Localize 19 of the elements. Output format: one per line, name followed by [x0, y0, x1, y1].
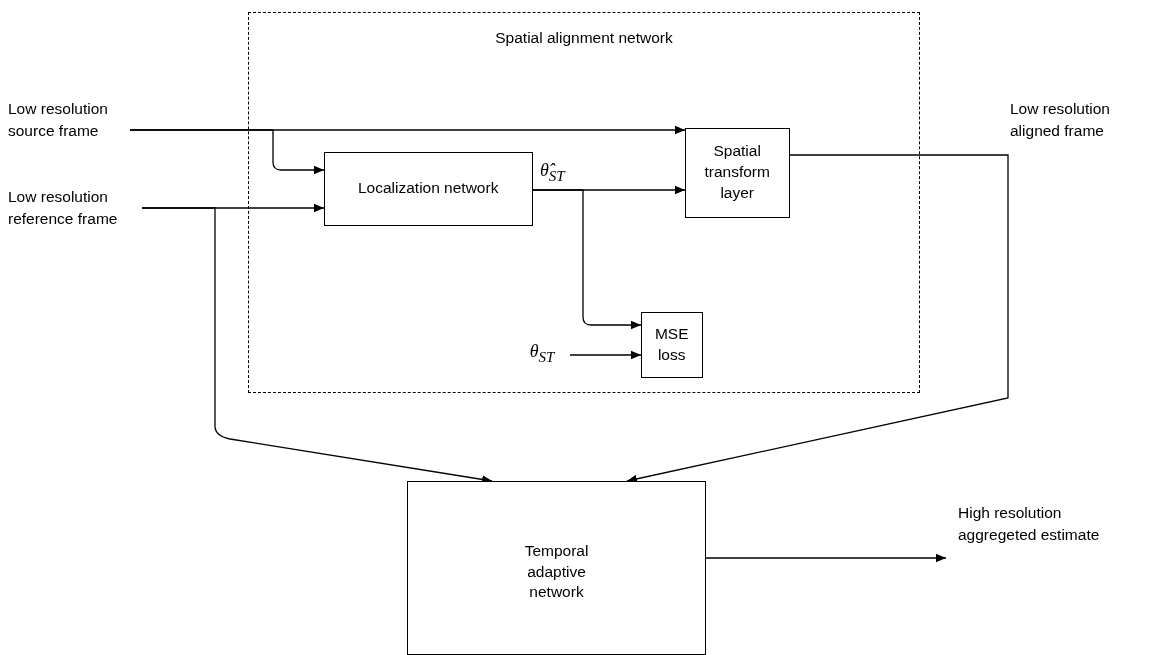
input-label: Low resolution reference frame [8, 186, 138, 234]
arrow [705, 553, 947, 563]
math-symbol: θ$_{ST}$ [529, 340, 564, 367]
arrow [129, 129, 325, 175]
process-box [640, 311, 703, 378]
box-label: Localization network [357, 178, 499, 199]
arrow [626, 154, 1009, 483]
box-label: MSE loss [653, 323, 690, 365]
box-label: Spatial transform layer [703, 141, 771, 204]
arrow [532, 189, 642, 330]
arrow [569, 350, 642, 360]
input-label: Low resolution source frame [8, 98, 126, 146]
output-label: High resolution aggregeted estimate [958, 502, 1108, 550]
dashed-group-box [248, 12, 920, 393]
group-title: Spatial alignment network [494, 29, 674, 47]
box-label: Temporal adaptive network [523, 540, 590, 603]
process-box [407, 481, 706, 655]
process-box [323, 151, 533, 226]
process-box [684, 127, 790, 218]
